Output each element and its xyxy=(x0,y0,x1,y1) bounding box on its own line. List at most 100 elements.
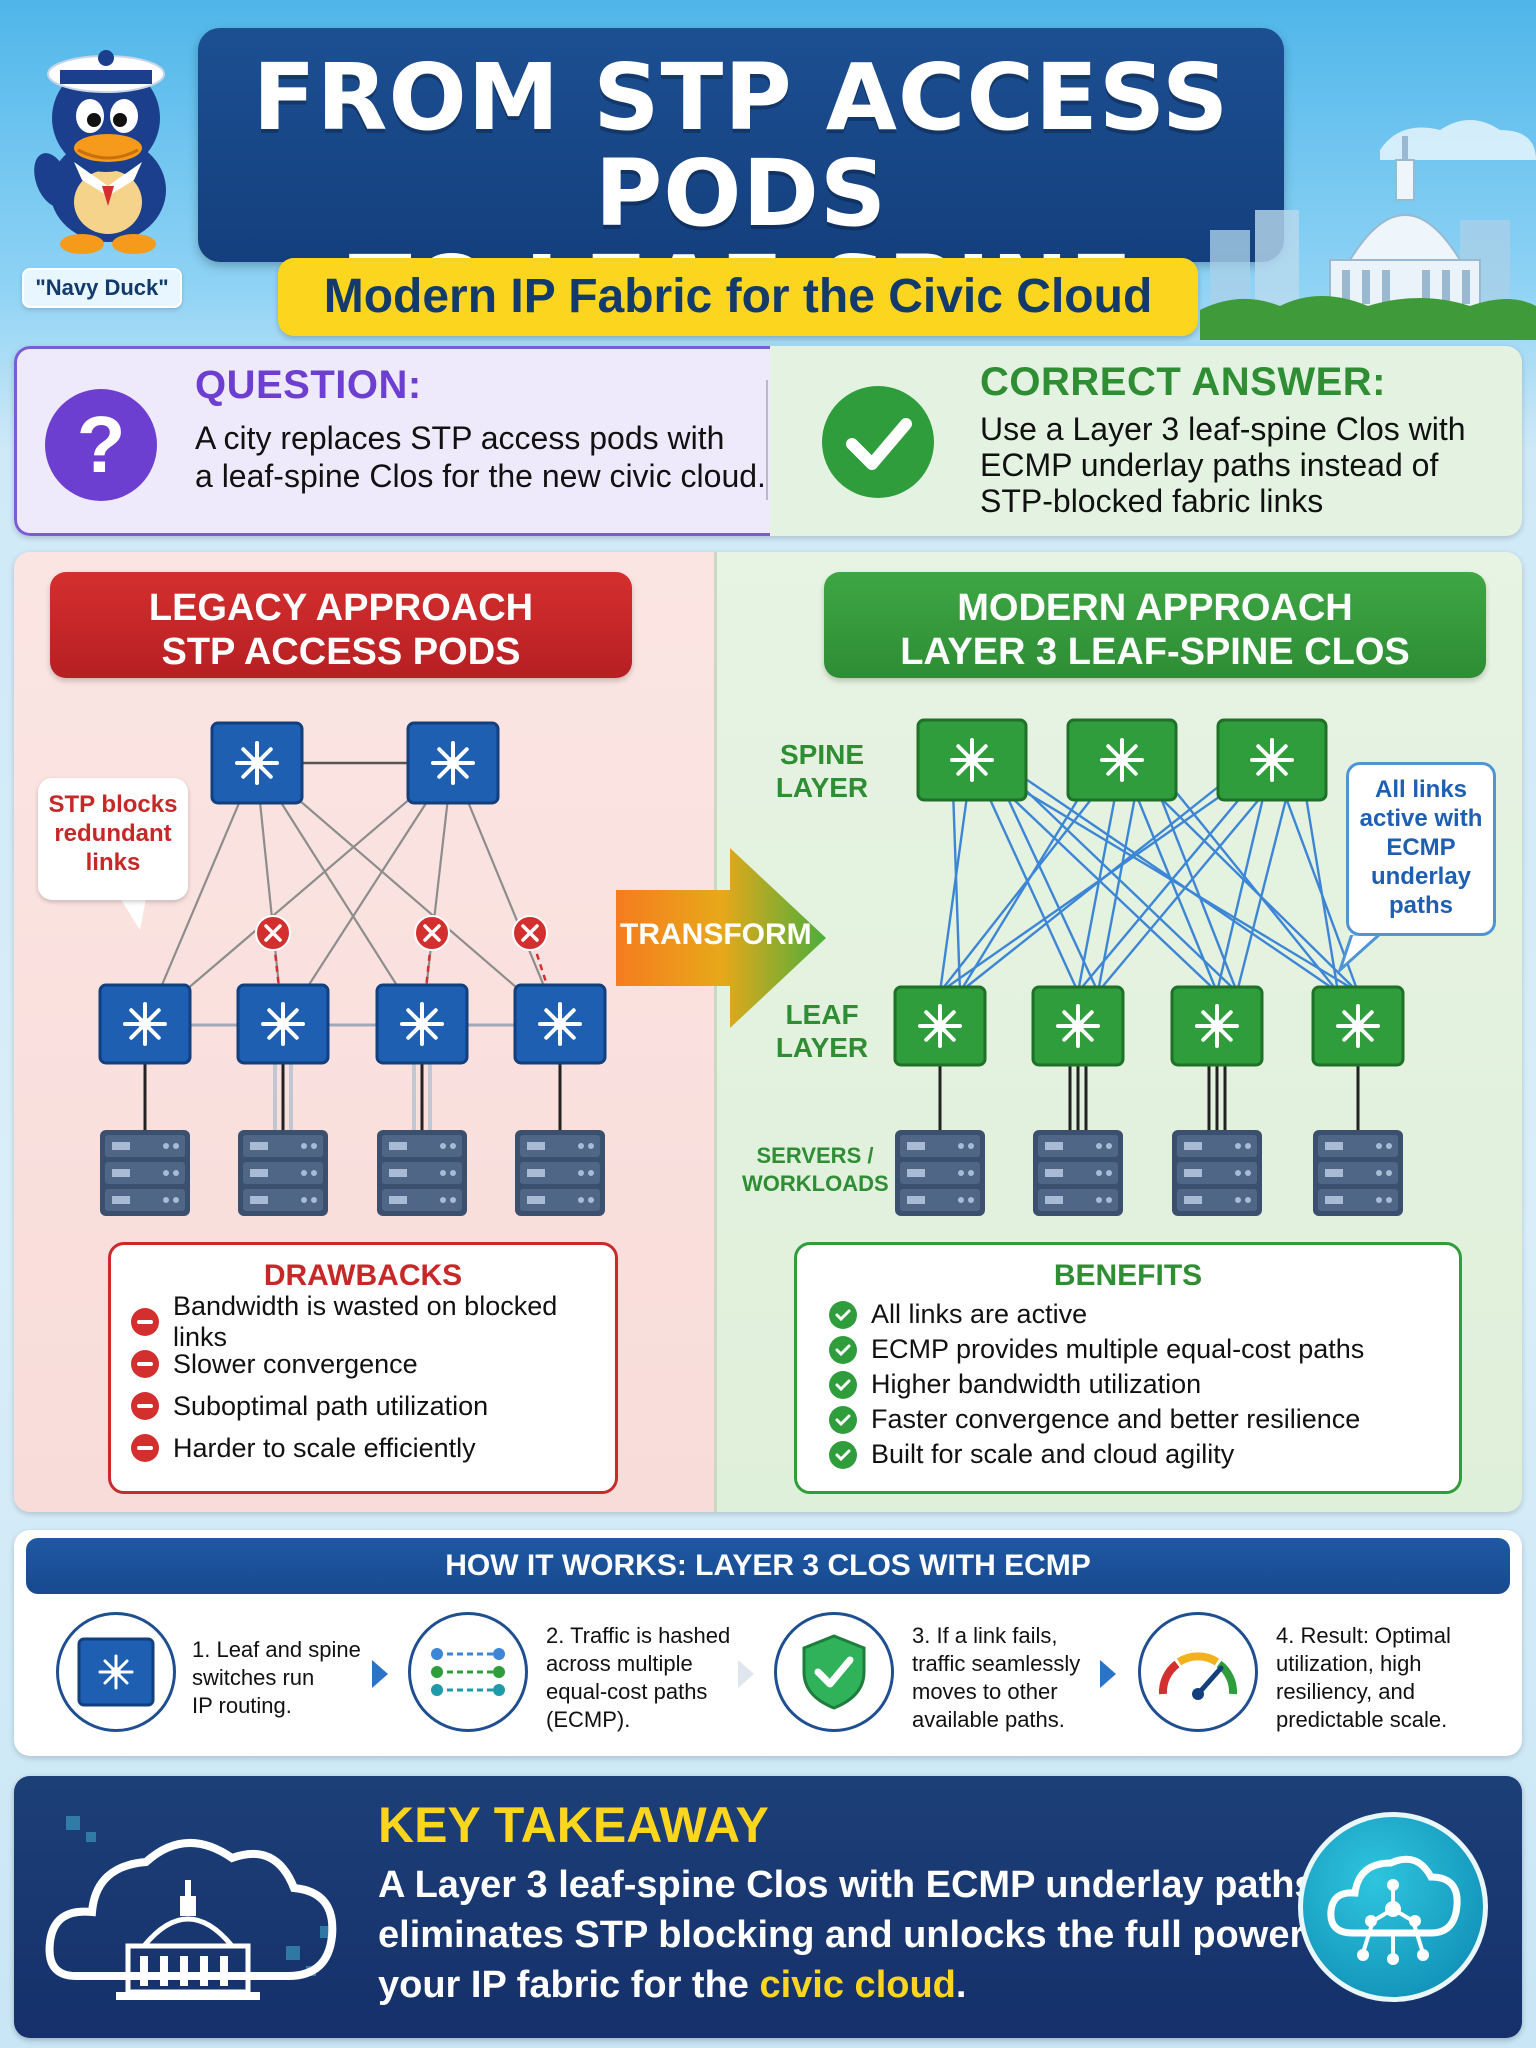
step-1-line: switches run xyxy=(192,1665,315,1690)
benefit-item: Faster convergence and better resilience xyxy=(829,1402,1459,1437)
legacy-access-switch-1 xyxy=(98,983,192,1065)
step-3-line: moves to other xyxy=(912,1679,1058,1704)
how-it-works-title: HOW IT WORKS: LAYER 3 CLOS WITH ECMP xyxy=(26,1538,1510,1594)
benefit-item: ECMP provides multiple equal-cost paths xyxy=(829,1332,1459,1367)
legacy-core-switch-1 xyxy=(210,721,304,805)
ecmp-paths-icon xyxy=(408,1612,528,1732)
modern-server-1 xyxy=(895,1130,985,1216)
step-3-text: 3. If a link fails, traffic seamlessly m… xyxy=(912,1622,1080,1734)
drawbacks-title: DRAWBACKS xyxy=(263,1259,463,1292)
check-circle-icon xyxy=(829,1440,857,1469)
question-panel: ? QUESTION: A city replaces STP access p… xyxy=(14,346,770,536)
question-line-2: a leaf-spine Clos for the new civic clou… xyxy=(195,458,766,494)
takeaway-line-1: A Layer 3 leaf-spine Clos with ECMP unde… xyxy=(378,1864,1316,1906)
legacy-banner-line-1: LEGACY APPROACH xyxy=(148,587,534,629)
answer-line-3: STP-blocked fabric links xyxy=(980,483,1324,519)
modern-server-2 xyxy=(1033,1130,1123,1216)
step-1-line: IP routing. xyxy=(192,1693,292,1718)
step-2-line: across multiple xyxy=(546,1651,693,1676)
modern-server-3 xyxy=(1172,1130,1262,1216)
legacy-access-switch-4 xyxy=(513,983,607,1065)
legacy-server-4 xyxy=(515,1130,605,1216)
takeaway-line-3-end: . xyxy=(955,1964,967,2006)
question-heading: QUESTION: xyxy=(195,363,422,407)
drawback-text: Bandwidth is wasted on blocked links xyxy=(173,1291,558,1352)
stp-callout-line-3: links xyxy=(85,849,141,876)
question-answer-panel: ? QUESTION: A city replaces STP access p… xyxy=(14,346,1522,536)
step-2-line: (ECMP). xyxy=(546,1707,631,1732)
ecmp-callout-line-2: active with xyxy=(1359,805,1483,832)
benefit-text: Built for scale and cloud agility xyxy=(871,1439,1235,1469)
question-mark-icon: ? xyxy=(45,389,157,501)
ecmp-callout-line-4: underlay xyxy=(1370,863,1472,890)
ecmp-callout: All links active with ECMP underlay path… xyxy=(1346,762,1496,936)
benefit-item: Built for scale and cloud agility xyxy=(829,1437,1459,1472)
drawback-item: Slower convergence xyxy=(131,1343,615,1385)
servers-label-line-2: WORKLOADS xyxy=(742,1171,889,1196)
topology-diagram xyxy=(98,718,1405,1216)
step-3-line: traffic seamlessly xyxy=(912,1651,1081,1676)
cloud-capitol-icon xyxy=(45,1816,337,2000)
spine-switch-2 xyxy=(1066,718,1178,802)
stp-callout-line-1: STP blocks xyxy=(48,791,178,818)
leaf-layer-label: LEAF LAYER xyxy=(752,998,892,1064)
modern-banner-line-1: MODERN APPROACH xyxy=(957,587,1353,629)
step-2-text: 2. Traffic is hashed across multiple equ… xyxy=(546,1622,730,1734)
leaf-switch-3 xyxy=(1170,985,1264,1067)
benefit-text: All links are active xyxy=(871,1299,1088,1329)
minus-circle-icon xyxy=(131,1434,159,1462)
step-3-line: 3. If a link fails, xyxy=(912,1623,1058,1648)
leaf-label-line-1: LEAF xyxy=(785,999,859,1030)
minus-circle-icon xyxy=(131,1350,159,1378)
drawback-item: Suboptimal path utilization xyxy=(131,1385,615,1427)
benefit-text: ECMP provides multiple equal-cost paths xyxy=(871,1334,1365,1364)
step-4-text: 4. Result: Optimal utilization, high res… xyxy=(1276,1622,1451,1734)
servers-label-line-1: SERVERS / xyxy=(756,1143,874,1168)
step-4-line: resiliency, and xyxy=(1276,1679,1415,1704)
leaf-label-line-2: LAYER xyxy=(775,1032,869,1063)
transform-arrow-icon xyxy=(616,848,826,1028)
takeaway-line-2: eliminates STP blocking and unlocks the … xyxy=(378,1914,1351,1956)
title-line-1: FROM STP ACCESS PODS xyxy=(252,44,1230,247)
spine-label-line-1: SPINE xyxy=(779,739,865,770)
legacy-access-switch-2 xyxy=(236,983,330,1065)
benefit-item: Higher bandwidth utilization xyxy=(829,1367,1459,1402)
drawback-text: Slower convergence xyxy=(173,1348,418,1379)
gauge-icon xyxy=(1138,1612,1258,1732)
benefit-text: Faster convergence and better resilience xyxy=(871,1404,1361,1434)
transform-label: TRANSFORM xyxy=(620,918,812,951)
benefit-text: Higher bandwidth utilization xyxy=(871,1369,1202,1399)
step-3-line: available paths. xyxy=(912,1707,1065,1732)
servers-workloads-label: SERVERS / WORKLOADS xyxy=(742,1142,889,1198)
modern-banner: MODERN APPROACH LAYER 3 LEAF-SPINE CLOS xyxy=(824,572,1486,678)
ecmp-callout-line-1: All links xyxy=(1374,776,1468,803)
takeaway-line-3-text: your IP fabric for the xyxy=(378,1964,760,2006)
stp-blocks-callout: STP blocks redundant links xyxy=(38,778,188,900)
switch-icon xyxy=(56,1612,176,1732)
minus-circle-icon xyxy=(131,1308,159,1336)
legacy-server-3 xyxy=(377,1130,467,1216)
check-circle-icon xyxy=(829,1405,857,1434)
check-circle-icon xyxy=(822,386,934,498)
spine-layer-label: SPINE LAYER xyxy=(752,738,892,804)
subtitle-banner: Modern IP Fabric for the Civic Cloud xyxy=(278,258,1198,336)
legacy-core-switch-2 xyxy=(406,721,500,805)
check-circle-icon xyxy=(829,1370,857,1399)
stp-callout-line-2: redundant xyxy=(54,820,172,847)
drawbacks-box: DRAWBACKS Bandwidth is wasted on blocked… xyxy=(108,1242,618,1494)
capitol-skyline-icon xyxy=(1200,120,1536,340)
drawback-item: Harder to scale efficiently xyxy=(131,1427,615,1469)
check-circle-icon xyxy=(829,1300,857,1329)
legacy-banner: LEGACY APPROACH STP ACCESS PODS xyxy=(50,572,632,678)
ecmp-callout-line-5: paths xyxy=(1388,892,1453,919)
answer-line-2: ECMP underlay paths instead of xyxy=(980,447,1439,483)
legacy-banner-line-2: STP ACCESS PODS xyxy=(161,631,521,673)
spine-label-line-2: LAYER xyxy=(775,772,869,803)
answer-line-1: Use a Layer 3 leaf-spine Clos with xyxy=(980,411,1466,447)
step-2-line: equal-cost paths xyxy=(546,1679,708,1704)
leaf-switch-4 xyxy=(1311,985,1405,1067)
step-4-line: utilization, high xyxy=(1276,1651,1422,1676)
step-arrow-icon xyxy=(372,1660,388,1688)
qa-divider xyxy=(766,380,768,500)
step-4-line: predictable scale. xyxy=(1276,1707,1448,1732)
